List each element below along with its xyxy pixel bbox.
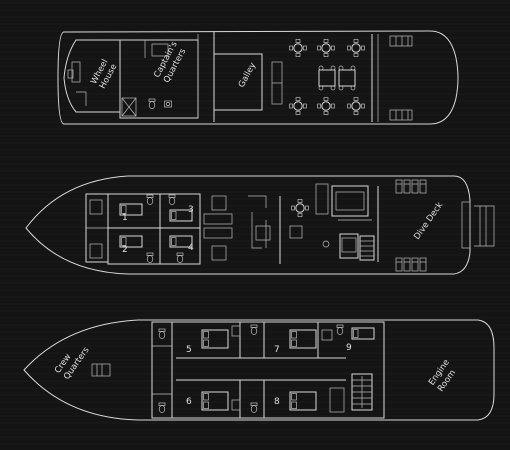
cabin-4-number: 4 — [188, 243, 194, 253]
cabin-8-number: 8 — [274, 397, 280, 407]
cabin-9-number: 9 — [346, 343, 352, 353]
main-deck-hull — [25, 175, 471, 275]
cabin-2-number: 2 — [122, 245, 128, 255]
cabin-6-number: 6 — [186, 397, 192, 407]
cabin-3-number: 3 — [188, 205, 194, 215]
cabin-7-number: 7 — [274, 345, 280, 355]
lower-deck-hull — [23, 319, 495, 421]
cabin-5-number: 5 — [186, 345, 192, 355]
upper-deck-hull — [57, 30, 459, 125]
cabin-1-number: 1 — [122, 213, 128, 223]
